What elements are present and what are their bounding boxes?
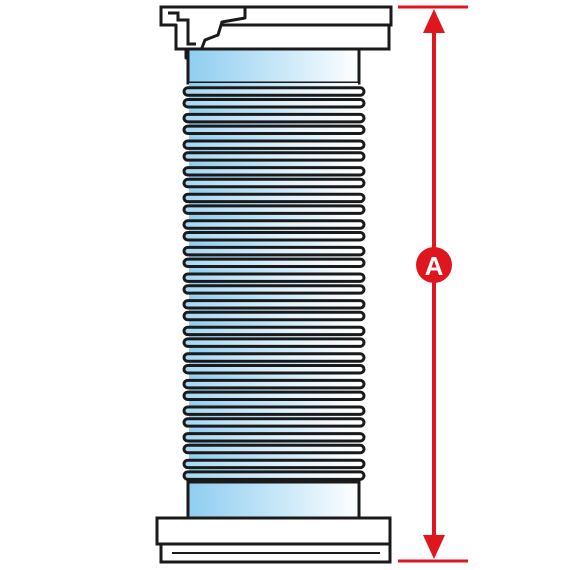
dimension-label-badge: [416, 247, 452, 283]
bellows-convolution-ring: [182, 192, 366, 204]
bellows-convolution-ring: [182, 86, 366, 97]
bellows-convolution-ring: [182, 470, 366, 481]
bottom-flange: [155, 516, 392, 564]
bellows-convolutions: [182, 83, 366, 482]
top-flange: [159, 5, 393, 60]
bellows-convolution-ring: [182, 245, 366, 257]
dimension-top-arrow-icon: [423, 9, 445, 33]
bellows-convolution-ring: [182, 177, 366, 189]
bellows-convolution-ring: [182, 272, 366, 283]
bellows-convolution-ring: [182, 299, 366, 310]
bellows-convolution-ring: [182, 284, 366, 295]
bellows-convolution-ring: [182, 417, 366, 428]
bellows-convolution-ring: [182, 432, 366, 443]
bellows-convolution-ring: [182, 405, 366, 416]
bellows-convolution-ring: [182, 257, 366, 269]
bellows-convolution-ring: [182, 124, 366, 136]
bottom-flange-upper-plate: [155, 516, 392, 546]
bellows-convolution-ring: [182, 112, 366, 124]
bellows-convolution-ring: [182, 443, 366, 455]
bellows-convolution-ring: [182, 204, 366, 215]
bellows-convolution-ring: [182, 230, 366, 242]
bellows-convolution-ring: [182, 337, 366, 348]
bellows-convolution-ring: [182, 378, 366, 390]
dimension-bottom-arrow-icon: [423, 535, 445, 559]
dimension-a: A: [398, 5, 468, 563]
dimension-label: A: [425, 251, 444, 281]
bellows-convolution-ring: [182, 352, 366, 363]
bellows-convolution-ring: [182, 310, 366, 322]
top-flange-section-hatch: [168, 11, 196, 46]
bellows-convolution-ring: [182, 363, 366, 375]
bellows-convolution-ring: [182, 219, 366, 230]
bellows-convolution-ring: [182, 390, 366, 402]
bellows-convolution-ring: [182, 325, 366, 337]
lower-cuff: [186, 480, 361, 522]
bellows-convolution-ring: [182, 166, 366, 177]
bellows-convolution-ring: [182, 139, 366, 150]
upper-cuff: [186, 47, 361, 85]
bellows-convolution-ring: [182, 97, 366, 109]
bellows-convolution-ring: [182, 458, 366, 470]
bellows-convolution-ring: [182, 151, 366, 162]
